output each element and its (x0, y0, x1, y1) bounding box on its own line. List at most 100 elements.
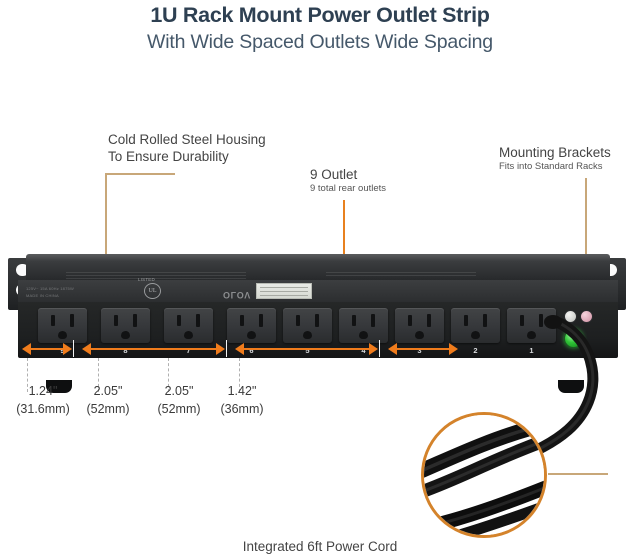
vent-line (66, 278, 246, 279)
outlet-slot-line (483, 314, 487, 327)
spec-text-primary: 125V~ 15A 60Hz 1875W (26, 286, 74, 291)
vent-line (66, 275, 246, 276)
dimension-arrow-left (235, 343, 244, 355)
outlet-slot-ground (471, 331, 480, 339)
callout-steel-line2: To Ensure Durability (108, 149, 229, 164)
leader-line-brackets (585, 178, 587, 264)
outlet-slot-neutral (408, 315, 412, 326)
callout-steel-housing: Cold Rolled Steel Housing To Ensure Dura… (108, 131, 266, 165)
dimension-inches: 2.05" (93, 384, 123, 398)
dimension-arrow-left (388, 343, 397, 355)
outlet-socket (339, 308, 388, 343)
overload-button[interactable] (580, 310, 593, 323)
callout-steel-line1: Cold Rolled Steel Housing (108, 132, 266, 147)
outlet-slot-neutral (114, 315, 118, 326)
callout-brackets-line2: Fits into Standard Racks (499, 161, 603, 172)
outlet-slot-line (133, 314, 137, 327)
outlet-socket (507, 308, 556, 343)
outlet-number: 3 (417, 346, 422, 355)
outlet-socket (38, 308, 87, 343)
outlet-slot-ground (415, 331, 424, 339)
dimension-guide (27, 358, 28, 392)
dimension-mm: (52mm) (157, 402, 201, 416)
dimension-line (31, 348, 63, 350)
outlet-number: 1 (529, 346, 534, 355)
outlet-slot-line (315, 314, 319, 327)
outlet-slot-ground (247, 331, 256, 339)
outlet-slot-line (539, 314, 543, 327)
callout-nine-outlet: 9 Outlet 9 total rear outlets (310, 166, 386, 195)
callout-outlet-line1: 9 Outlet (310, 167, 358, 182)
outlet-slot-neutral (352, 315, 356, 326)
outlet-socket (227, 308, 276, 343)
outlet-slot-ground (121, 331, 130, 339)
chassis-foot (558, 380, 584, 393)
dimension-tick (73, 340, 75, 357)
dimension-guide (239, 358, 240, 392)
dimension-tick (379, 340, 381, 357)
outlet-socket (395, 308, 444, 343)
ul-certification-icon: UL (144, 283, 161, 299)
dimension-guide (98, 358, 99, 392)
dimension-arrow-left (22, 343, 31, 355)
outlet-slot-neutral (296, 315, 300, 326)
dimension-inches: 1.24" (28, 384, 58, 398)
chassis-foot (46, 380, 72, 393)
dimension-line (91, 348, 216, 350)
callout-mounting-brackets: Mounting Brackets Fits into Standard Rac… (499, 144, 611, 173)
callout-cord-line1: Integrated 6ft Power Cord (242, 539, 398, 554)
outlet-slot-ground (527, 331, 536, 339)
bracket-slot (16, 264, 29, 276)
brand-mark: OLOV (223, 290, 251, 300)
ul-listed-text: LISTED (138, 277, 155, 282)
outlet-slot-line (259, 314, 263, 327)
outlet-slot-line (70, 314, 74, 327)
outlet-slot-neutral (464, 315, 468, 326)
outlet-socket (101, 308, 150, 343)
dimension-guide (168, 358, 169, 392)
chassis-front-face: LISTED UL 125V~ 15A 60Hz 1875W MADE IN C… (18, 277, 618, 393)
leader-line-steel-horizontal (105, 173, 175, 175)
cord-magnified-inset (421, 412, 547, 538)
dimension-arrow-right (369, 343, 378, 355)
outlet-slot-neutral (240, 315, 244, 326)
dimension-tick (226, 340, 228, 357)
outlet-number: 8 (123, 346, 128, 355)
outlet-slot-ground (184, 331, 193, 339)
dimension-label: 1.24" (31.6mm) (2, 382, 84, 418)
vent-line (326, 275, 476, 276)
outlet-slot-ground (359, 331, 368, 339)
outlet-slot-neutral (520, 315, 524, 326)
power-strip-product: LISTED UL 125V~ 15A 60Hz 1875W MADE IN C… (8, 252, 626, 393)
dimension-line (244, 348, 369, 350)
outlet-slot-neutral (51, 315, 55, 326)
dimension-arrow-right (63, 343, 72, 355)
outlet-slot-ground (303, 331, 312, 339)
dimension-arrow-right (216, 343, 225, 355)
dimension-label: 1.42" (36mm) (201, 382, 283, 418)
page-subtitle: With Wide Spaced Outlets Wide Spacing (147, 31, 493, 53)
vent-line (66, 272, 246, 273)
outlet-slot-neutral (177, 315, 181, 326)
dimension-inches: 2.05" (164, 384, 194, 398)
dimension-label: 2.05" (52mm) (67, 382, 149, 418)
page-title: 1U Rack Mount Power Outlet Strip (150, 3, 490, 27)
dimension-inches: 1.42" (227, 384, 257, 398)
callout-outlet-line2: 9 total rear outlets (310, 183, 387, 194)
outlet-number: 9 (60, 346, 65, 355)
dimension-mm: (31.6mm) (16, 402, 70, 416)
outlet-socket (451, 308, 500, 343)
outlet-socket (164, 308, 213, 343)
power-indicator-led (564, 329, 583, 348)
outlet-slot-line (427, 314, 431, 327)
reset-button[interactable] (564, 310, 577, 323)
vent-line (326, 272, 476, 273)
outlet-slot-ground (58, 331, 67, 339)
chassis-top-panel (26, 254, 610, 284)
callout-power-cord: Integrated 6ft Power Cord (0, 538, 640, 555)
spec-text-secondary: MADE IN CHINA (26, 293, 59, 298)
outlet-number: 7 (186, 346, 191, 355)
dimension-mm: (52mm) (86, 402, 130, 416)
outlet-slot-line (196, 314, 200, 327)
